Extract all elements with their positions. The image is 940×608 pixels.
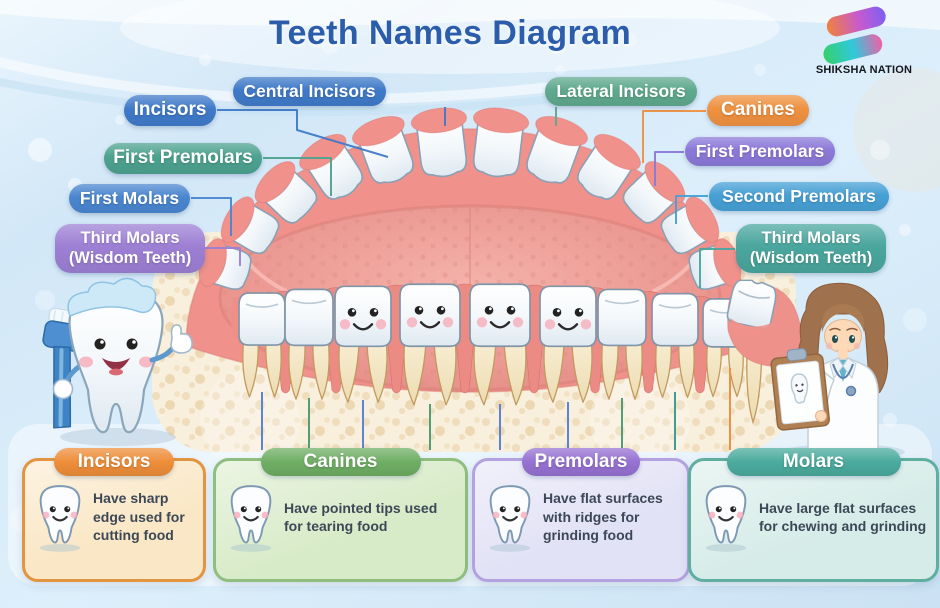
label-lateral-incisors: Lateral Incisors: [545, 77, 697, 106]
tooth-mascot: [42, 277, 193, 446]
card-connector-lines: [261, 368, 731, 450]
card-molars-description: Have large flat surfaces for chewing and…: [759, 499, 927, 534]
upper-gum-margins: [198, 107, 742, 288]
label-incisors: Incisors: [124, 95, 216, 126]
label-central-incisors: Central Incisors: [233, 77, 386, 106]
card-canines-description: Have pointed tips used for tearing food: [284, 499, 438, 534]
label-first-premolars-left: First Premolars: [104, 143, 262, 174]
card-canines-title: Canines: [260, 448, 421, 476]
label-first-premolars-right: First Premolars: [685, 137, 835, 166]
card-premolars-title: Premolars: [522, 448, 640, 476]
brand-logo: SHIKSHA NATION: [804, 6, 924, 76]
label-second-premolars: Second Premolars: [709, 182, 889, 211]
card-incisors-description: Have sharp edge used for cutting food: [93, 490, 185, 544]
lower-teeth: [230, 283, 748, 406]
card-incisors: Incisors Have sharp edge used for cuttin…: [22, 448, 206, 582]
brand-logo-icon: [823, 6, 886, 64]
card-canines: Canines Have pointed tips used for teari…: [213, 448, 468, 582]
card-incisors-title: Incisors: [54, 448, 174, 476]
tooth-icon: [483, 481, 537, 553]
tooth-icon: [699, 481, 753, 553]
label-third-molars-left: Third Molars (Wisdom Teeth): [55, 224, 205, 273]
label-third-molars-right: Third Molars (Wisdom Teeth): [736, 224, 886, 273]
label-first-molars: First Molars: [69, 184, 190, 213]
brand-name: SHIKSHA NATION: [815, 64, 913, 76]
wisdom-tooth-right: [726, 279, 803, 425]
page-title: Teeth Names Diagram: [268, 14, 632, 52]
label-canines: Canines: [707, 95, 809, 126]
card-molars-title: Molars: [726, 448, 901, 476]
tooth-icon: [224, 481, 278, 553]
card-premolars: Premolars Have flat surfaces with ridges…: [472, 448, 690, 582]
label-connector-lines: [191, 107, 735, 288]
card-molars: Molars Have large flat surfaces for chew…: [688, 448, 939, 582]
card-premolars-description: Have flat surfaces with ridges for grind…: [543, 490, 663, 544]
tooth-icon: [33, 481, 87, 553]
